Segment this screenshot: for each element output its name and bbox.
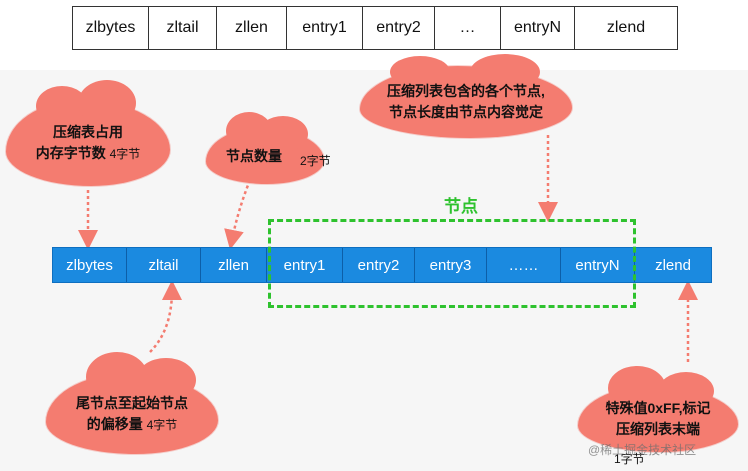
cloud-zlend-line1: 特殊值0xFF,标记 xyxy=(605,400,711,416)
top-cell-zltail: zltail xyxy=(149,7,217,49)
cloud-zltail-line1: 尾节点至起始节点 xyxy=(76,394,188,411)
cloud-zlend: 特殊值0xFF,标记 压缩列表末端 xyxy=(578,366,738,452)
bar-cell-entry3: entry3 xyxy=(415,248,487,282)
cloud-entries-line2: 节点长度由节点内容觉定 xyxy=(388,104,543,120)
bar-cell-entry2: entry2 xyxy=(343,248,415,282)
nodes-dashed-box xyxy=(268,219,636,308)
cloud-zltail-line2: 的偏移量 4字节 xyxy=(86,415,178,432)
nodes-label: 节点 xyxy=(444,197,478,216)
top-cell-entryN: entryN xyxy=(501,7,575,49)
cloud-zllen-line1: 节点数量 xyxy=(226,147,282,164)
cloud-zlend-note: 1字节 xyxy=(614,452,645,466)
bar-cell-ellipsis: …… xyxy=(487,248,561,282)
cloud-zltail-note: 4字节 xyxy=(146,417,178,432)
cloud-zlbytes-line1: 压缩表占用 xyxy=(52,123,123,140)
top-cell-ellipsis: … xyxy=(435,7,501,49)
top-ziplist-table: zlbytes zltail zllen entry1 entry2 … ent… xyxy=(72,6,678,50)
bar-cell-zllen: zllen xyxy=(201,248,267,282)
cloud-zlbytes-note: 4字节 xyxy=(109,146,141,161)
bar-cell-entry1: entry1 xyxy=(267,248,343,282)
cloud-zltail: 尾节点至起始节点 的偏移量 4字节 xyxy=(46,352,218,454)
ziplist-bar: zlbytes zltail zllen entry1 entry2 entry… xyxy=(52,247,712,283)
top-cell-zlbytes: zlbytes xyxy=(73,7,149,49)
cloud-entries-line1: 压缩列表包含的各个节点, xyxy=(387,83,545,99)
top-cell-entry2: entry2 xyxy=(363,7,435,49)
bar-cell-zlbytes: zlbytes xyxy=(53,248,127,282)
cloud-entries: 压缩列表包含的各个节点, 节点长度由节点内容觉定 xyxy=(360,54,572,138)
bar-cell-zlend: zlend xyxy=(655,256,691,274)
bar-cell-zltail: zltail xyxy=(127,248,201,282)
cloud-zlbytes: 压缩表占用 内存字节数 4字节 xyxy=(6,80,170,186)
top-cell-entry1: entry1 xyxy=(287,7,363,49)
watermark: @稀土掘金技术社区 xyxy=(588,443,697,457)
cloud-zllen-note: 2字节 xyxy=(300,154,331,168)
cloud-zllen: 节点数量 xyxy=(206,112,324,184)
top-cell-zlend: zlend xyxy=(606,19,646,36)
cloud-zlbytes-line2: 内存字节数 4字节 xyxy=(35,144,141,161)
cloud-zlend-line2: 压缩列表末端 xyxy=(615,421,700,437)
top-cell-zllen: zllen xyxy=(217,7,287,49)
